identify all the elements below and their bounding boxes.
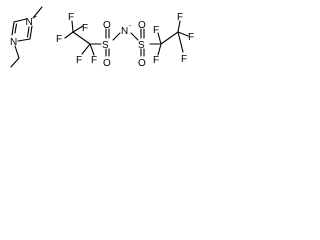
atom-right-o-top: O: [138, 20, 146, 31]
ring-bond-c5-c4: [29, 25, 33, 40]
left-s-n-bond: [112, 32, 121, 41]
atom-right-s: S: [138, 40, 145, 51]
charge-n1: +: [33, 14, 37, 21]
atom-n1: N: [26, 17, 33, 28]
atom-left-o-top: O: [103, 20, 111, 31]
left-c1-f-right: [72, 25, 84, 33]
right-c2-f-top: [177, 20, 181, 33]
right-c1-f-bottom: [157, 43, 162, 56]
ring-bond-n1-c2: [13, 18, 27, 23]
atom-n2: N: [10, 37, 17, 48]
atom-right-f-2: F: [153, 55, 159, 66]
chemical-structure-diagram: N + N: [0, 0, 204, 81]
atom-right-f-5: F: [181, 54, 187, 65]
atom-left-f-1: F: [68, 12, 74, 23]
left-c2-f-bottom-right: [89, 43, 95, 56]
right-c2-f-bottom: [177, 31, 184, 53]
atom-n: N: [121, 26, 128, 37]
methyl-bond: [32, 6, 43, 19]
ethyl-bond-1: [14, 45, 20, 59]
ethyl-bond-2: [10, 57, 20, 68]
left-c1-f-top: [71, 20, 74, 33]
n-right-s-bond: [130, 32, 139, 41]
charge-n: -: [129, 23, 132, 30]
atom-right-f-3: F: [177, 12, 183, 23]
atom-right-f-1: F: [153, 25, 159, 36]
ring-bond-c2-double: [14, 23, 18, 34]
cation-structure: N + N: [10, 6, 43, 68]
ring-bond-c2-n2: [11, 21, 15, 36]
structure-svg: N + N: [10, 6, 194, 69]
ring-bond-c4-c4-double: [26, 26, 30, 38]
atom-left-f-5: F: [91, 55, 97, 66]
atom-left-f-2: F: [56, 34, 62, 45]
atom-left-f-4: F: [76, 55, 82, 66]
left-c2-f-bottom-left: [81, 43, 91, 55]
left-c1-f-left: [64, 31, 74, 39]
atom-left-o-bottom: O: [103, 58, 111, 69]
atom-right-f-4: F: [188, 32, 194, 43]
right-cc-bond: [160, 31, 179, 45]
ring-bond-n2-c5: [17, 38, 31, 42]
atom-left-s: S: [102, 40, 109, 51]
right-c2-f-right: [177, 31, 189, 37]
left-cc-bond: [72, 31, 91, 45]
anion-structure: F F F F F S O O N - S O O F F F F F: [56, 12, 194, 69]
right-c1-f-top: [157, 32, 162, 45]
atom-right-o-bottom: O: [138, 58, 146, 69]
atom-left-f-3: F: [82, 23, 88, 34]
